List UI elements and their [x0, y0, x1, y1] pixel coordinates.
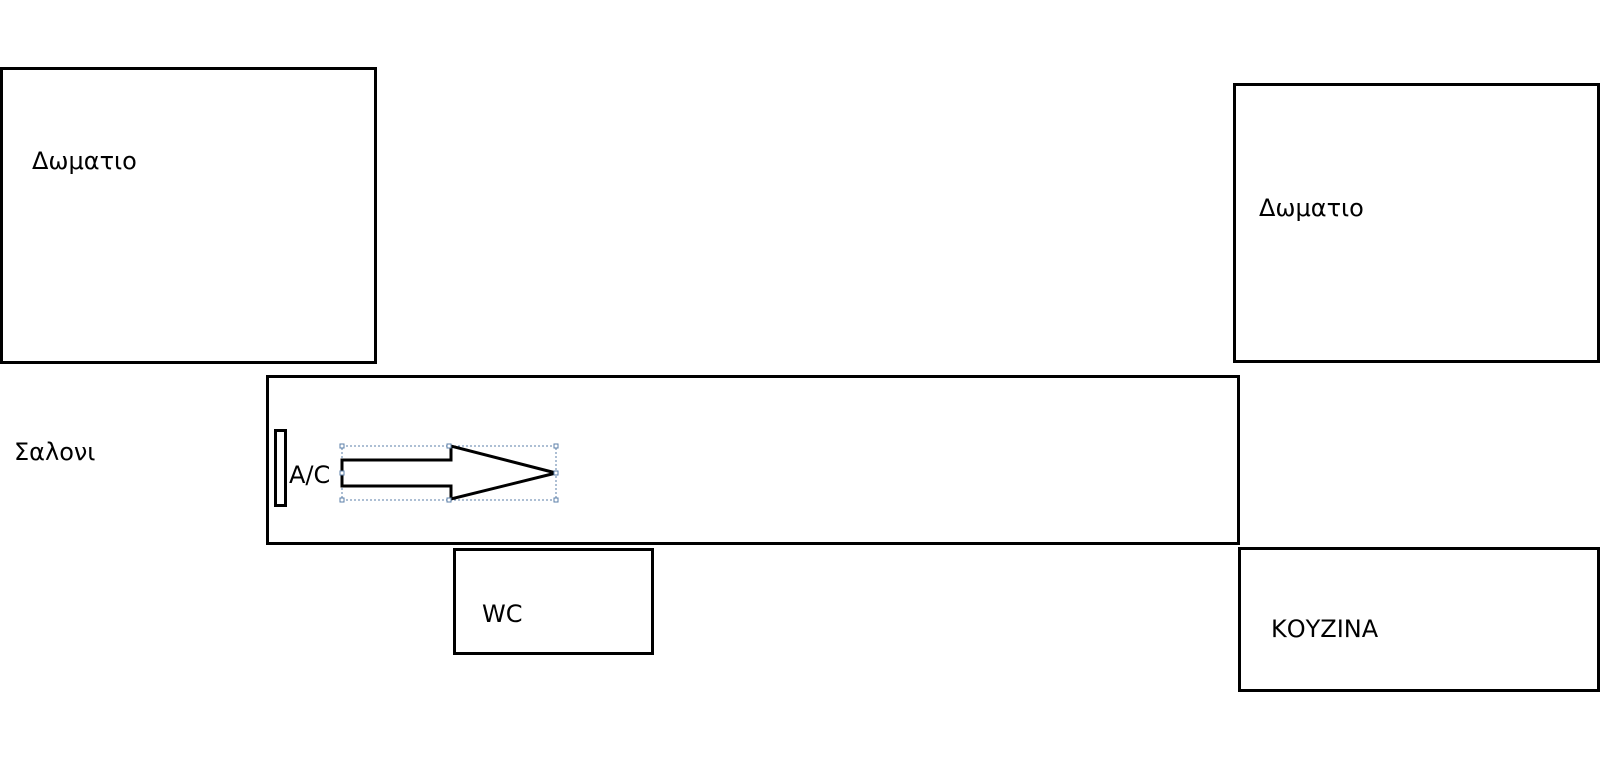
living-room-area: [266, 375, 1240, 545]
room-top-left: [0, 67, 377, 364]
selection-handle[interactable]: [339, 443, 345, 449]
selection-handle[interactable]: [553, 443, 559, 449]
ac-label: A/C: [289, 461, 331, 489]
room-top-right: [1233, 83, 1600, 363]
arrow-shape: [340, 444, 557, 501]
selection-handle[interactable]: [446, 497, 452, 503]
selection-handle[interactable]: [446, 443, 452, 449]
selection-handles[interactable]: [339, 443, 559, 503]
kitchen-label: ΚΟΥΖΙΝΑ: [1271, 615, 1379, 643]
selection-handle[interactable]: [339, 470, 345, 476]
kitchen-room: [1238, 547, 1600, 692]
wc-room: [453, 548, 654, 655]
right-arrow-icon[interactable]: [330, 436, 568, 506]
room-top-right-label: Δωματιο: [1259, 194, 1364, 222]
room-top-left-label: Δωματιο: [32, 147, 137, 175]
living-room-label: Σαλονι: [14, 438, 96, 466]
selection-handle[interactable]: [553, 470, 559, 476]
selection-handle[interactable]: [339, 497, 345, 503]
ac-unit: [274, 429, 287, 507]
wc-label: WC: [482, 600, 523, 628]
selection-handle[interactable]: [553, 497, 559, 503]
